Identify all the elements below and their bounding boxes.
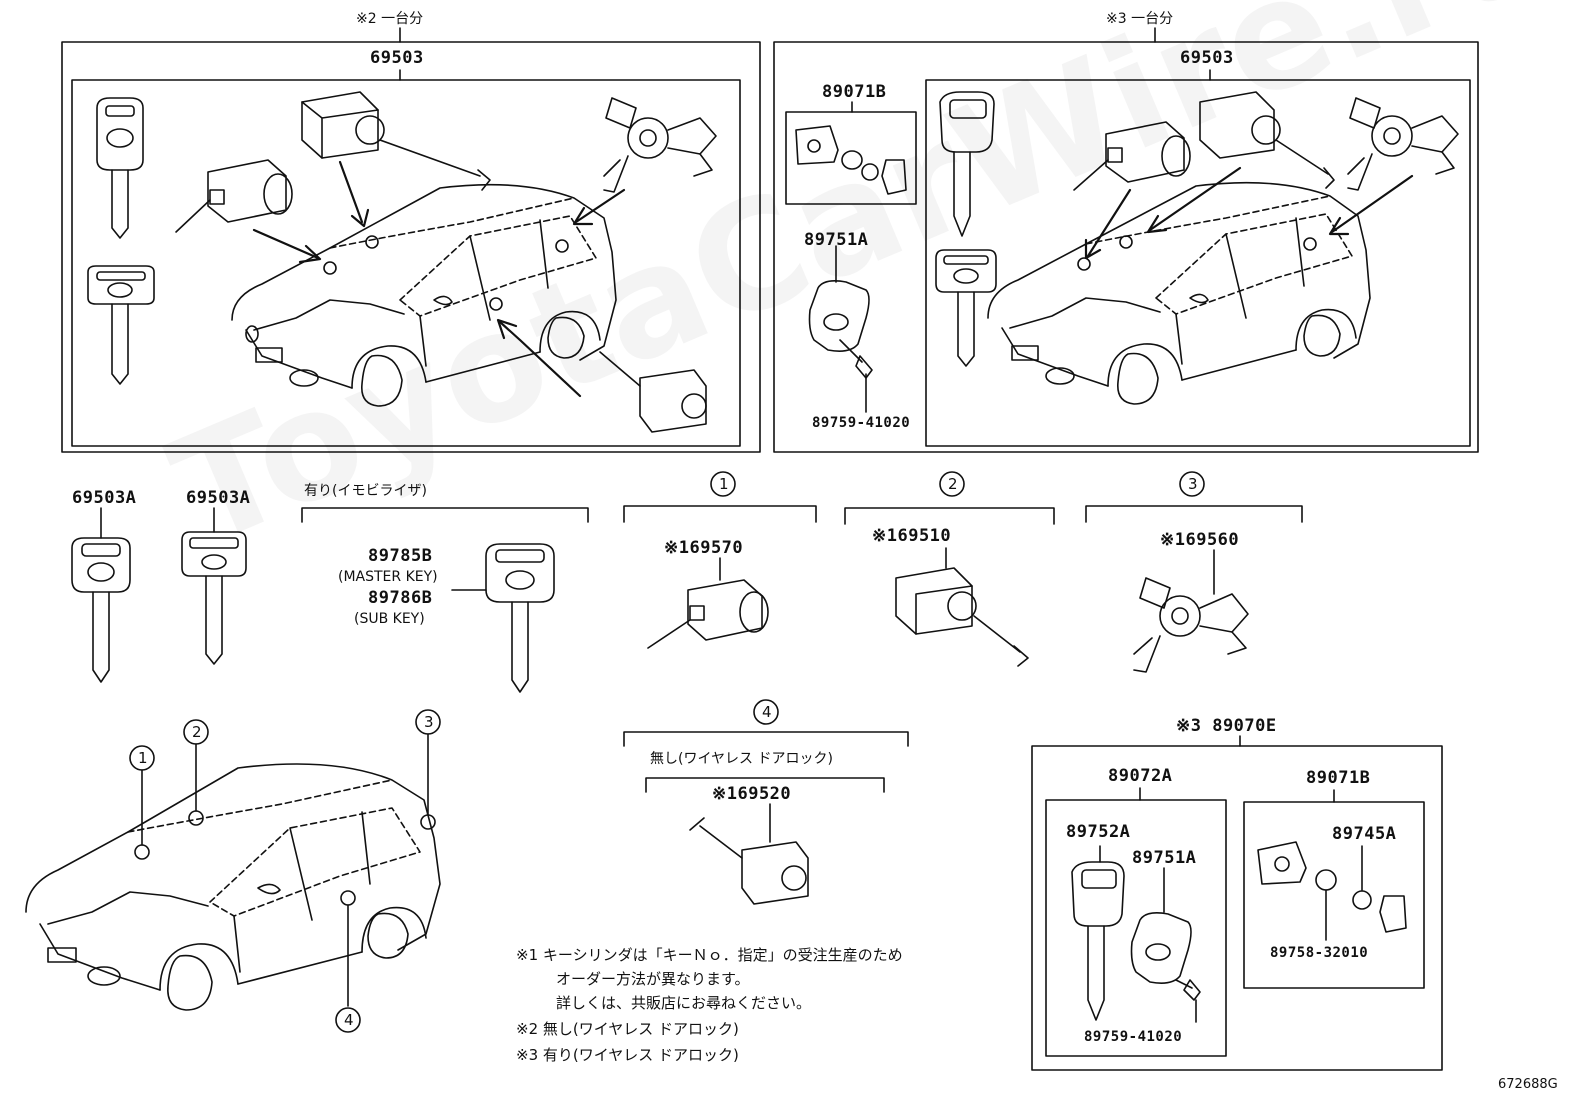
footnote: オーダー方法が異なります。	[556, 970, 750, 988]
arrow-icon	[252, 160, 626, 398]
kit-frame	[1031, 735, 1443, 1071]
circle-number: 4	[344, 1011, 354, 1029]
bracket-line	[623, 505, 1303, 793]
group-left-note: ※2 一台分	[356, 11, 424, 27]
key-icon	[87, 265, 155, 385]
part-number: 69503	[370, 48, 424, 68]
back-door-cylinder-icon	[1347, 97, 1459, 191]
part-number: 89758-32010	[1270, 945, 1369, 961]
part-number: 89751A	[1132, 848, 1197, 868]
part-number: 89786B	[368, 588, 433, 608]
ignition-cylinder-icon	[1073, 121, 1191, 191]
circle-number: 3	[424, 713, 434, 731]
part-number: 89071B	[1306, 768, 1371, 788]
back-door-cylinder-icon	[603, 97, 717, 193]
part-number: 89745A	[1332, 824, 1397, 844]
part-number: 69503A	[72, 488, 137, 508]
part-number: 89071B	[822, 82, 887, 102]
circle-number: 2	[192, 723, 202, 741]
ignition-cylinder-icon	[175, 159, 293, 233]
part-number: 89759-41020	[1084, 1029, 1183, 1045]
master-key-label: (MASTER KEY)	[338, 569, 438, 585]
footnote: ※2 無し(ワイヤレス ドアロック)	[516, 1020, 739, 1038]
footnote: 詳しくは、共販店にお尋ねください。	[556, 994, 812, 1012]
part-number: ※169560	[1160, 530, 1240, 550]
key-icon	[451, 543, 555, 693]
key-icon	[1071, 845, 1125, 1021]
part-number: 89751A	[804, 230, 869, 250]
immobilizer-note: 有り(イモビライザ)	[304, 483, 427, 499]
back-door-cylinder-icon	[1133, 549, 1249, 673]
part-number: 89759-41020	[812, 415, 911, 431]
ignition-cylinder-icon	[647, 557, 769, 649]
part-number: 89785B	[368, 546, 433, 566]
part-number: ※3 89070E	[1176, 716, 1277, 736]
key-icon	[935, 249, 997, 367]
key-icon	[71, 507, 131, 683]
door-lock-cylinder-icon	[599, 351, 707, 433]
part-number: 89072A	[1108, 766, 1173, 786]
diagram-id: 672688G	[1498, 1077, 1558, 1092]
circle-number: 1	[138, 749, 148, 767]
part-number: ※169520	[712, 784, 792, 804]
car-drawing	[25, 709, 441, 1033]
group-right-note: ※3 一台分	[1106, 11, 1174, 27]
footnote: ※1 キーシリンダは「キーＮｏ．指定」の受注生産のため	[516, 946, 903, 964]
group-left-frame	[61, 27, 761, 453]
circle-number: 2	[948, 475, 958, 493]
door-lock-cylinder-icon	[301, 91, 491, 191]
remote-transmitter-icon	[1130, 867, 1201, 1023]
battery-holder-icon	[795, 125, 907, 195]
circle-number: 1	[719, 475, 729, 493]
key-icon	[96, 97, 144, 239]
arrow-icon	[1084, 166, 1414, 260]
bracket-line	[301, 507, 589, 523]
part-number: 69503	[1180, 48, 1234, 68]
part-number: ※169510	[872, 526, 952, 546]
part-number: 89752A	[1066, 822, 1131, 842]
battery-holder-icon	[1257, 841, 1407, 941]
circle-number: 4	[762, 703, 772, 721]
group-right-frame	[773, 27, 1479, 453]
part-number: 69503A	[186, 488, 251, 508]
part-number: ※169570	[664, 538, 744, 558]
remote-transmitter-icon	[808, 245, 873, 413]
key-icon	[939, 91, 995, 237]
door-lock-cylinder-icon	[895, 547, 1029, 667]
car-drawing	[231, 183, 617, 407]
door-lock-cylinder-icon	[1199, 91, 1335, 189]
circle-number: 3	[1188, 475, 1198, 493]
sub-key-label: (SUB KEY)	[354, 611, 425, 627]
circle-marker	[710, 471, 1205, 725]
key-icon	[181, 507, 247, 665]
no-wireless-note: 無し(ワイヤレス ドアロック)	[650, 751, 833, 767]
footnote: ※3 有り(ワイヤレス ドアロック)	[516, 1046, 739, 1064]
door-lock-cylinder-icon	[689, 803, 809, 905]
